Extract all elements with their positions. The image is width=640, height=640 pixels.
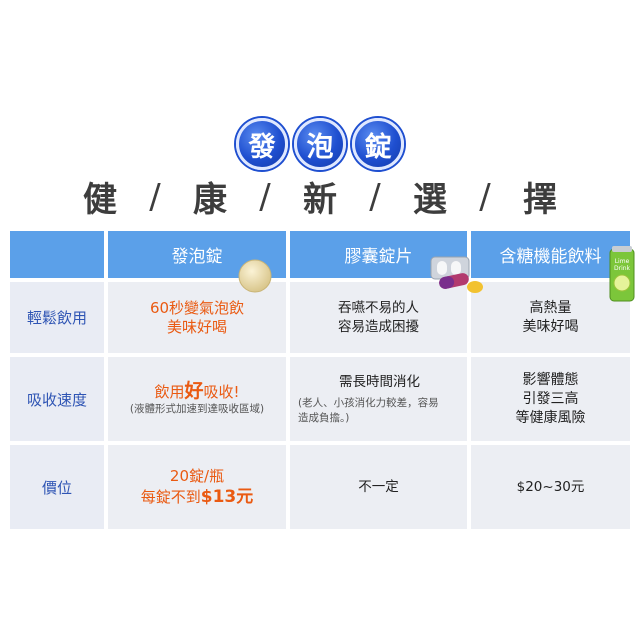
slogan-separator: / (369, 176, 381, 217)
badge-char: 泡 (294, 118, 346, 170)
cell-text: 60秒變氣泡飲 (149, 298, 245, 317)
can-label: Lime (615, 258, 630, 265)
table-row: 輕鬆飲用 60秒變氣泡飲 美味好喝 吞嚥不易的人 容易造成困擾 高熱量 美味好喝 (10, 282, 630, 353)
header-capsule: 膠囊錠片 (290, 231, 486, 293)
slogan-separator: / (149, 176, 161, 217)
tablet-icon (238, 259, 272, 293)
table-cell: 高熱量 美味好喝 (471, 282, 630, 353)
cell-text: 等健康風險 (515, 409, 586, 426)
cell-text: 引發三高 (522, 390, 579, 407)
table-cell: 20錠/瓶 每錠不到$13元 (108, 445, 286, 529)
table-header: 發泡錠 膠囊錠片 含糖機能飲料 L (10, 231, 635, 302)
cell-text: 美味好喝 (522, 318, 579, 335)
table-cell: 飲用好吸收! (液體形式加速到達吸收區域) (108, 357, 286, 441)
row-label: 價位 (10, 445, 104, 529)
cell-note: (液體形式加速到達吸收區域) (129, 402, 265, 415)
header-label: 膠囊錠片 (344, 247, 413, 267)
slogan-char: 新 (303, 180, 337, 220)
slogan-char: 選 (413, 180, 447, 220)
header-empty (10, 231, 104, 278)
cell-text: 飲用好吸收! (154, 379, 240, 402)
table-cell: 不一定 (290, 445, 467, 529)
cell-text: 高熱量 (529, 299, 572, 316)
row-label: 吸收速度 (10, 357, 104, 441)
cell-text: 美味好喝 (166, 317, 227, 336)
cell-text: 需長時間消化 (339, 373, 420, 390)
badge-char: 發 (236, 118, 288, 170)
cell-note: 造成負擔。) (298, 411, 350, 424)
header-sugar-drink: 含糖機能飲料 Lime Drink (471, 231, 635, 302)
cell-text-part: 吸收! (203, 382, 240, 401)
cell-text: 20錠/瓶 (169, 467, 225, 485)
slogan-char: 擇 (523, 180, 557, 220)
row-label: 輕鬆飲用 (10, 282, 104, 353)
cell-text-part: 飲用 (154, 382, 185, 401)
cell-text-part: 每錠不到 (140, 488, 201, 506)
table-cell: 需長時間消化 (老人、小孩消化力較差，容易 造成負擔。) (290, 357, 467, 441)
badge-title: 發 泡 錠 (0, 118, 640, 170)
slogan-char: 康 (193, 180, 227, 220)
cell-text: 每錠不到$13元 (141, 487, 254, 508)
cell-text: 容易造成困擾 (338, 318, 419, 335)
comparison-table: 發泡錠 膠囊錠片 含糖機能飲料 L (10, 231, 635, 529)
cell-text: 吞嚥不易的人 (338, 299, 419, 316)
cell-highlight: 好 (184, 379, 204, 402)
table-row: 吸收速度 飲用好吸收! (液體形式加速到達吸收區域) 需長時間消化 (老人、小孩… (10, 357, 630, 441)
table-cell: 影響體態 引發三高 等健康風險 (471, 357, 630, 441)
can-label: Drink (614, 265, 631, 272)
table-cell: 60秒變氣泡飲 美味好喝 (108, 282, 286, 353)
header-label: 含糖機能飲料 (499, 247, 602, 267)
cell-highlight: $13元 (200, 487, 254, 507)
cell-text: 不一定 (358, 478, 399, 495)
slogan-separator: / (259, 176, 271, 217)
slogan-char: 健 (83, 180, 117, 220)
cell-note: (老人、小孩消化力較差，容易 (298, 396, 439, 409)
drink-can-icon: Lime Drink (609, 246, 635, 302)
cell-text: $20~30元 (516, 478, 585, 495)
header-effervescent: 發泡錠 (108, 231, 286, 293)
header-label: 發泡錠 (171, 247, 223, 267)
cell-text: 影響體態 (522, 371, 579, 388)
slogan: 健 / 康 / 新 / 選 / 擇 (0, 172, 640, 221)
table-cell: $20~30元 (471, 445, 630, 529)
badge-char: 錠 (352, 118, 404, 170)
slogan-separator: / (479, 176, 491, 217)
table-cell: 吞嚥不易的人 容易造成困擾 (290, 282, 467, 353)
table-row: 價位 20錠/瓶 每錠不到$13元 不一定 $20~30元 (10, 445, 630, 529)
